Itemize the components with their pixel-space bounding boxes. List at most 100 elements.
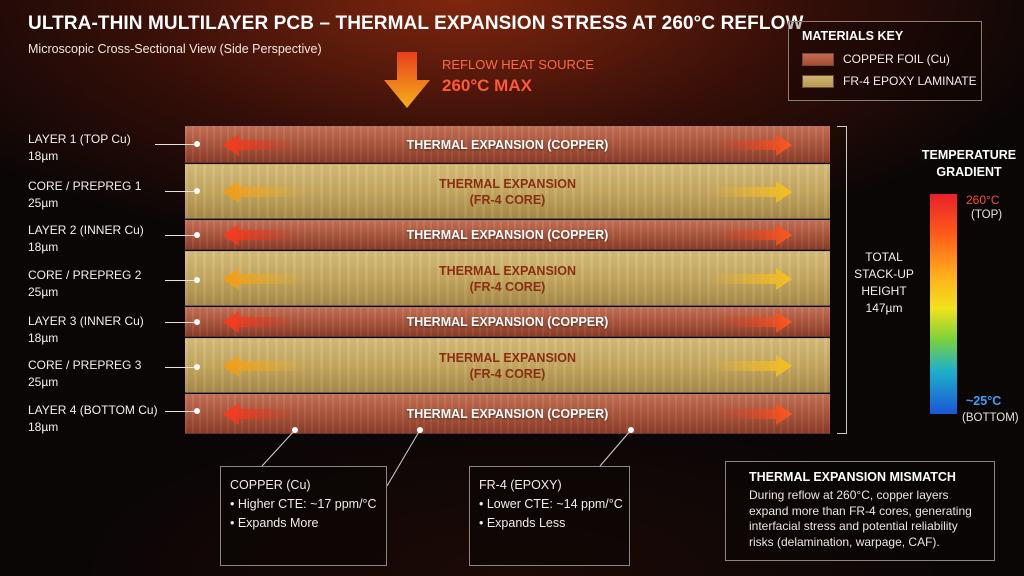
layer-1-label: LAYER 1 (TOP Cu) 18µm xyxy=(28,131,131,165)
expansion-left-arrow-icon xyxy=(223,133,295,156)
tg-bottom-label: (BOTTOM) xyxy=(962,412,1019,424)
expansion-right-arrow-icon xyxy=(720,403,792,425)
leader-line xyxy=(165,411,197,412)
core-3-label: CORE / PREPREG 3 25µm xyxy=(28,357,141,391)
fr4-callout-text: FR-4 (EPOXY) • Lower CTE: ~14 ppm/°C • E… xyxy=(479,476,623,533)
mismatch-box xyxy=(725,461,995,561)
leader-dot xyxy=(194,188,200,194)
page-title: ULTRA-THIN MULTILAYER PCB – THERMAL EXPA… xyxy=(28,13,804,34)
heat-down-arrow-icon xyxy=(384,52,430,108)
expansion-right-arrow-icon xyxy=(720,224,792,246)
layer-3-name: LAYER 3 (INNER Cu) xyxy=(28,314,144,328)
leader-line xyxy=(165,235,197,236)
expansion-left-arrow-icon xyxy=(223,180,303,203)
core-2-expansion-text: THERMAL EXPANSION (FR-4 CORE) xyxy=(185,263,830,295)
stack-height-label: TOTAL STACK-UP HEIGHT 147µm xyxy=(852,249,916,317)
leader-dot xyxy=(194,408,200,414)
expansion-right-arrow-icon xyxy=(720,311,792,333)
layer-1-top-copper: THERMAL EXPANSION (COPPER) xyxy=(185,126,830,163)
core-2-name: CORE / PREPREG 2 xyxy=(28,268,142,282)
temperature-gradient-bar xyxy=(930,194,957,414)
fr4-callout-expands: • Expands Less xyxy=(479,516,566,530)
layer-3-label: LAYER 3 (INNER Cu) 18µm xyxy=(28,313,144,347)
expansion-right-arrow-icon xyxy=(720,133,792,156)
core-prepreg-2: THERMAL EXPANSION (FR-4 CORE) xyxy=(185,251,830,306)
core-1-label: CORE / PREPREG 1 25µm xyxy=(28,178,141,212)
core-1-text-line2: (FR-4 CORE) xyxy=(469,192,546,207)
materials-key-title: MATERIALS KEY xyxy=(802,29,904,43)
layer-2-inner-copper: THERMAL EXPANSION (COPPER) xyxy=(185,220,830,250)
core-3-thickness: 25µm xyxy=(28,375,59,389)
core-3-name: CORE / PREPREG 3 xyxy=(28,358,142,372)
expansion-left-arrow-icon xyxy=(223,403,295,425)
copper-callout-cte: • Higher CTE: ~17 ppm/°C xyxy=(230,497,377,511)
mismatch-body: During reflow at 260°C, copper layers ex… xyxy=(749,488,972,549)
tg-top-value: 260°C xyxy=(966,193,1000,207)
layer-4-expansion-text: THERMAL EXPANSION (COPPER) xyxy=(406,407,609,421)
core-3-text-line1: THERMAL EXPANSION xyxy=(438,350,577,365)
expansion-right-arrow-icon xyxy=(712,354,792,377)
core-1-thickness: 25µm xyxy=(28,196,59,210)
core-2-label: CORE / PREPREG 2 25µm xyxy=(28,267,141,301)
leader-line xyxy=(165,322,197,323)
leader-line xyxy=(165,280,197,281)
core-3-expansion-text: THERMAL EXPANSION (FR-4 CORE) xyxy=(185,350,830,382)
leader-line xyxy=(165,191,197,192)
leader-line xyxy=(155,144,197,145)
leader-line xyxy=(165,367,197,368)
expansion-left-arrow-icon xyxy=(223,224,295,246)
layer-4-name: LAYER 4 (BOTTOM Cu) xyxy=(28,403,158,417)
core-prepreg-3: THERMAL EXPANSION (FR-4 CORE) xyxy=(185,338,830,393)
layer-4-bottom-copper: THERMAL EXPANSION (COPPER) xyxy=(185,394,830,434)
stack-label-line3: HEIGHT xyxy=(861,284,907,298)
copper-callout-title: COPPER (Cu) xyxy=(230,478,311,492)
stack-height-bracket xyxy=(837,126,847,434)
stack-label-line1: TOTAL xyxy=(865,250,903,264)
fr4-swatch xyxy=(802,75,834,88)
stack-label-line2: STACK-UP xyxy=(854,267,914,281)
leader-dot xyxy=(194,319,200,325)
leader-dot xyxy=(194,141,200,147)
tg-top-label: (TOP) xyxy=(971,209,1003,221)
expansion-right-arrow-icon xyxy=(712,180,792,203)
layer-1-thickness: 18µm xyxy=(28,149,59,163)
core-1-text-line1: THERMAL EXPANSION xyxy=(438,176,577,191)
copper-callout-text: COPPER (Cu) • Higher CTE: ~17 ppm/°C • E… xyxy=(230,476,377,533)
tg-title-line2: GRADIENT xyxy=(936,165,1002,179)
layer-2-expansion-text: THERMAL EXPANSION (COPPER) xyxy=(406,228,609,242)
heat-source-temp: 260°C MAX xyxy=(442,76,532,95)
layer-3-inner-copper: THERMAL EXPANSION (COPPER) xyxy=(185,307,830,337)
copper-callout-expands: • Expands More xyxy=(230,516,319,530)
layer-1-expansion-text: THERMAL EXPANSION (COPPER) xyxy=(406,137,609,152)
core-2-thickness: 25µm xyxy=(28,285,59,299)
copper-key-label: COPPER FOIL (Cu) xyxy=(843,52,950,66)
core-2-text-line1: THERMAL EXPANSION xyxy=(438,263,577,278)
expansion-right-arrow-icon xyxy=(712,267,792,290)
tg-bottom-value: ~25°C xyxy=(966,394,1002,408)
leader-dot xyxy=(194,364,200,370)
temperature-gradient-title: TEMPERATURE GRADIENT xyxy=(918,147,1020,181)
core-1-expansion-text: THERMAL EXPANSION (FR-4 CORE) xyxy=(185,176,830,208)
stack-height-value: 147µm xyxy=(865,301,903,315)
core-3-text-line2: (FR-4 CORE) xyxy=(469,366,546,381)
core-1-name: CORE / PREPREG 1 xyxy=(28,179,142,193)
layer-3-expansion-text: THERMAL EXPANSION (COPPER) xyxy=(406,315,609,329)
fr4-callout-box xyxy=(469,466,630,566)
fr4-callout-title: FR-4 (EPOXY) xyxy=(479,478,562,492)
expansion-left-arrow-icon xyxy=(223,267,303,290)
leader-dot xyxy=(194,232,200,238)
copper-swatch xyxy=(802,53,834,66)
core-prepreg-1: THERMAL EXPANSION (FR-4 CORE) xyxy=(185,164,830,219)
expansion-left-arrow-icon xyxy=(223,354,303,377)
heat-source-label: REFLOW HEAT SOURCE xyxy=(442,57,594,72)
tg-title-line1: TEMPERATURE xyxy=(921,148,1017,162)
layer-4-label: LAYER 4 (BOTTOM Cu) 18µm xyxy=(28,402,158,436)
layer-3-thickness: 18µm xyxy=(28,331,59,345)
page-subtitle: Microscopic Cross-Sectional View (Side P… xyxy=(28,42,322,56)
layer-1-name: LAYER 1 (TOP Cu) xyxy=(28,132,131,146)
core-2-text-line2: (FR-4 CORE) xyxy=(469,279,546,294)
layer-2-thickness: 18µm xyxy=(28,240,59,254)
layer-4-thickness: 18µm xyxy=(28,420,59,434)
layer-2-name: LAYER 2 (INNER Cu) xyxy=(28,223,144,237)
